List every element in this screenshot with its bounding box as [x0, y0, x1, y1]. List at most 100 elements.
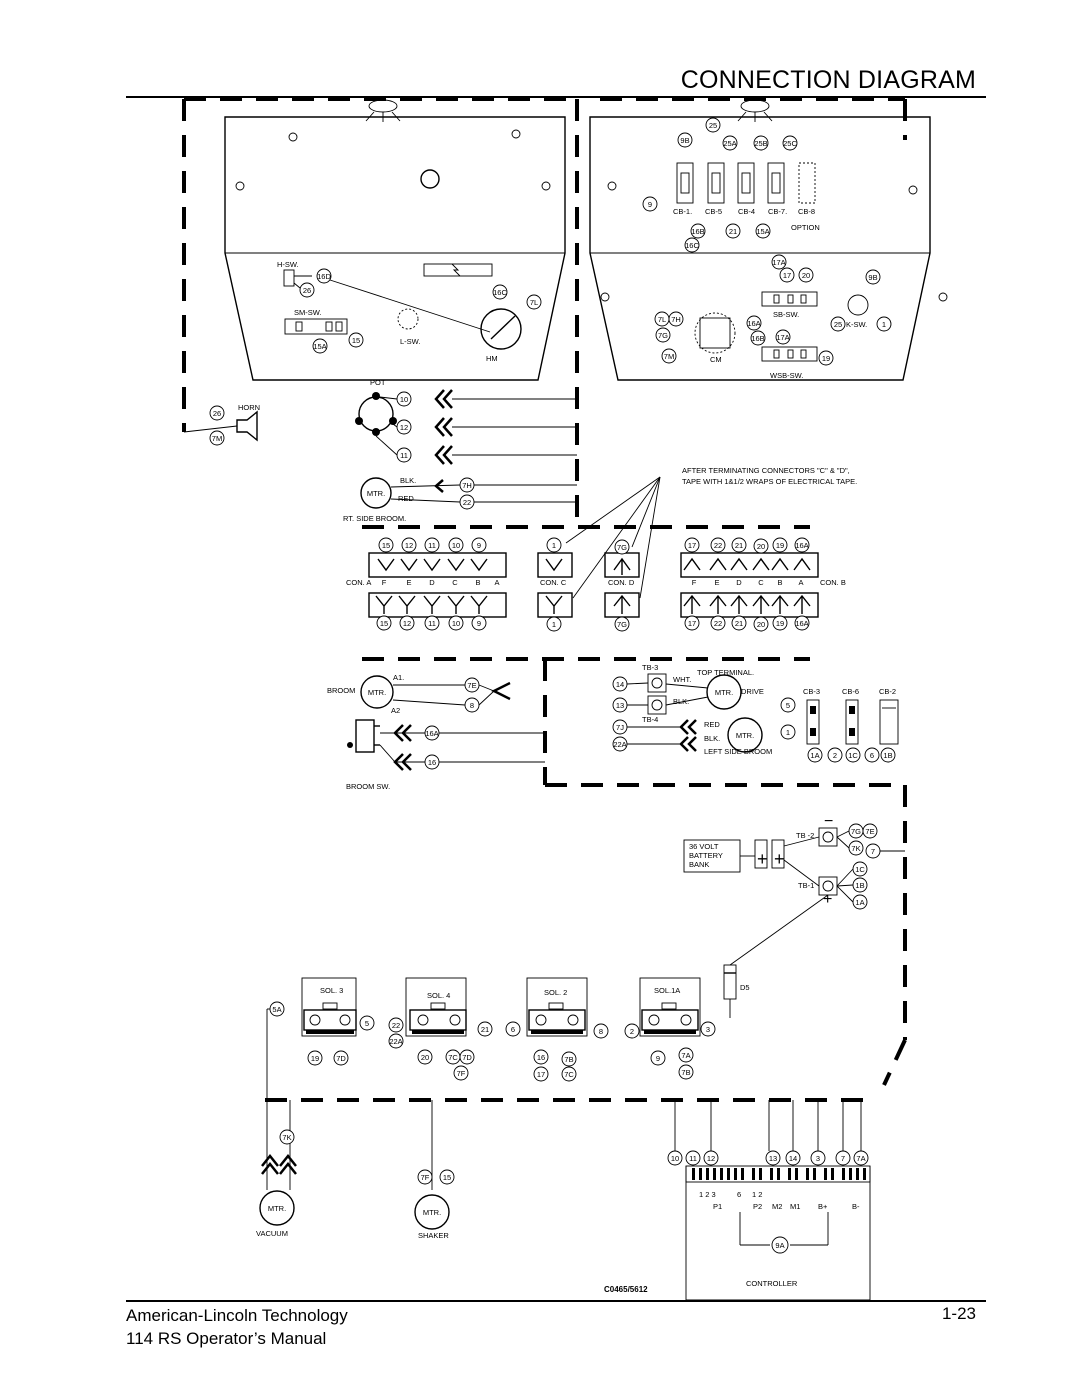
svg-text:7G: 7G [617, 620, 627, 629]
svg-text:1: 1 [786, 728, 790, 737]
svg-text:CB-8: CB-8 [798, 207, 815, 216]
svg-text:1C: 1C [848, 751, 858, 760]
svg-text:16A: 16A [795, 541, 808, 550]
drive-group: TB-3 TB-4 14 13 7J 22A TOP TERMINAL. WHT… [612, 663, 899, 763]
svg-text:CB-2: CB-2 [879, 687, 896, 696]
svg-text:E: E [714, 578, 719, 587]
svg-text:1: 1 [552, 620, 556, 629]
sbsw-label: SB-SW. [773, 310, 799, 319]
svg-text:TB-3: TB-3 [642, 663, 658, 672]
svg-text:7G: 7G [851, 827, 861, 836]
svg-text:HORN: HORN [238, 403, 260, 412]
svg-text:CB-5: CB-5 [705, 207, 722, 216]
con-a-pins: F E D C B A [382, 578, 500, 587]
svg-text:15: 15 [352, 336, 360, 345]
svg-text:25A: 25A [723, 139, 736, 148]
svg-text:MTR.: MTR. [715, 688, 733, 697]
svg-text:B: B [777, 578, 782, 587]
hm-label: HM [486, 354, 498, 363]
svg-text:BROOM SW.: BROOM SW. [346, 782, 390, 791]
svg-text:CON. B: CON. B [820, 578, 846, 587]
svg-text:14: 14 [616, 680, 624, 689]
svg-text:MTR.: MTR. [367, 489, 385, 498]
svg-text:2: 2 [833, 751, 837, 760]
svg-text:D: D [429, 578, 435, 587]
svg-text:TB-4: TB-4 [642, 715, 658, 724]
svg-text:6: 6 [870, 751, 874, 760]
svg-text:TB-1: TB-1 [798, 881, 814, 890]
svg-text:B+: B+ [818, 1202, 828, 1211]
svg-text:CONTROLLER: CONTROLLER [746, 1279, 798, 1288]
svg-text:19: 19 [822, 354, 830, 363]
svg-text:26: 26 [213, 409, 221, 418]
svg-text:17A: 17A [772, 258, 785, 267]
svg-text:11: 11 [428, 541, 436, 550]
wsbsw-label: WSB-SW. [770, 371, 803, 380]
svg-text:16A: 16A [747, 319, 760, 328]
svg-text:10: 10 [400, 395, 408, 404]
svg-text:25: 25 [834, 320, 842, 329]
svg-text:RED: RED [704, 720, 720, 729]
svg-text:7C: 7C [564, 1070, 574, 1079]
connector-pin-glyphs [375, 557, 811, 614]
svg-text:14: 14 [789, 1154, 797, 1163]
left-control-panel: H-SW. 16D 26 SM-SW. 15 15A L-SW. 16C 7L … [224, 99, 566, 381]
svg-text:12: 12 [403, 619, 411, 628]
page-number: 1-23 [941, 1304, 976, 1323]
svg-text:BLK.: BLK. [673, 697, 689, 706]
svg-text:POT: POT [370, 378, 386, 387]
svg-text:1B: 1B [883, 751, 892, 760]
con-c-d-wires: 1 1 7G 7G [546, 537, 630, 632]
svg-text:7C: 7C [448, 1053, 458, 1062]
svg-text:7F: 7F [457, 1069, 466, 1078]
svg-text:7M: 7M [212, 434, 222, 443]
svg-text:13: 13 [616, 701, 624, 710]
svg-text:P1: P1 [713, 1202, 722, 1211]
svg-text:MTR.: MTR. [736, 731, 754, 740]
svg-text:D: D [736, 578, 742, 587]
svg-text:DRIVE: DRIVE [741, 687, 764, 696]
svg-text:17: 17 [537, 1070, 545, 1079]
svg-text:7E: 7E [467, 681, 476, 690]
svg-text:11: 11 [428, 619, 436, 628]
svg-text:SOL.1A: SOL.1A [654, 986, 680, 995]
svg-text:15A: 15A [313, 342, 326, 351]
con-b-pins: F E D C B A [692, 578, 804, 587]
svg-text:6: 6 [737, 1190, 741, 1199]
svg-text:1 2 3: 1 2 3 [699, 1190, 716, 1199]
svg-text:15: 15 [443, 1173, 451, 1182]
svg-text:CON. D: CON. D [608, 578, 635, 587]
svg-text:F: F [692, 578, 697, 587]
svg-text:A2: A2 [391, 706, 400, 715]
vacuum-shaker: 7K MTR. VACUUM 7F 15 MTR. SHAKER [256, 1129, 455, 1240]
svg-text:9A: 9A [775, 1241, 784, 1250]
svg-text:7H: 7H [462, 481, 472, 490]
footer-company: American-Lincoln Technology [126, 1306, 348, 1325]
svg-text:7J: 7J [616, 723, 624, 732]
svg-text:17: 17 [783, 271, 791, 280]
svg-text:17: 17 [688, 541, 696, 550]
svg-text:CB-1.: CB-1. [673, 207, 692, 216]
svg-text:17A: 17A [776, 333, 789, 342]
svg-text:21: 21 [481, 1025, 489, 1034]
svg-text:7L: 7L [530, 298, 538, 307]
svg-text:20: 20 [421, 1053, 429, 1062]
svg-text:26: 26 [303, 286, 311, 295]
svg-text:CB-6: CB-6 [842, 687, 859, 696]
svg-text:7L: 7L [658, 315, 666, 324]
broom-group: BROOM MTR. A1. A2 7E 8 16A 16 BROOM SW. [327, 673, 545, 791]
svg-text:21: 21 [735, 541, 743, 550]
svg-text:5A: 5A [272, 1005, 281, 1014]
svg-text:SOL. 3: SOL. 3 [320, 986, 343, 995]
svg-text:1A: 1A [855, 898, 864, 907]
svg-text:22: 22 [714, 541, 722, 550]
svg-text:6: 6 [511, 1025, 515, 1034]
svg-text:22: 22 [392, 1021, 400, 1030]
svg-text:+: + [823, 891, 832, 908]
svg-text:OPTION: OPTION [791, 223, 820, 232]
svg-text:8: 8 [470, 701, 474, 710]
svg-text:7D: 7D [336, 1054, 346, 1063]
svg-text:1 2: 1 2 [752, 1190, 762, 1199]
svg-text:B: B [475, 578, 480, 587]
svg-text:BLK.: BLK. [704, 734, 720, 743]
